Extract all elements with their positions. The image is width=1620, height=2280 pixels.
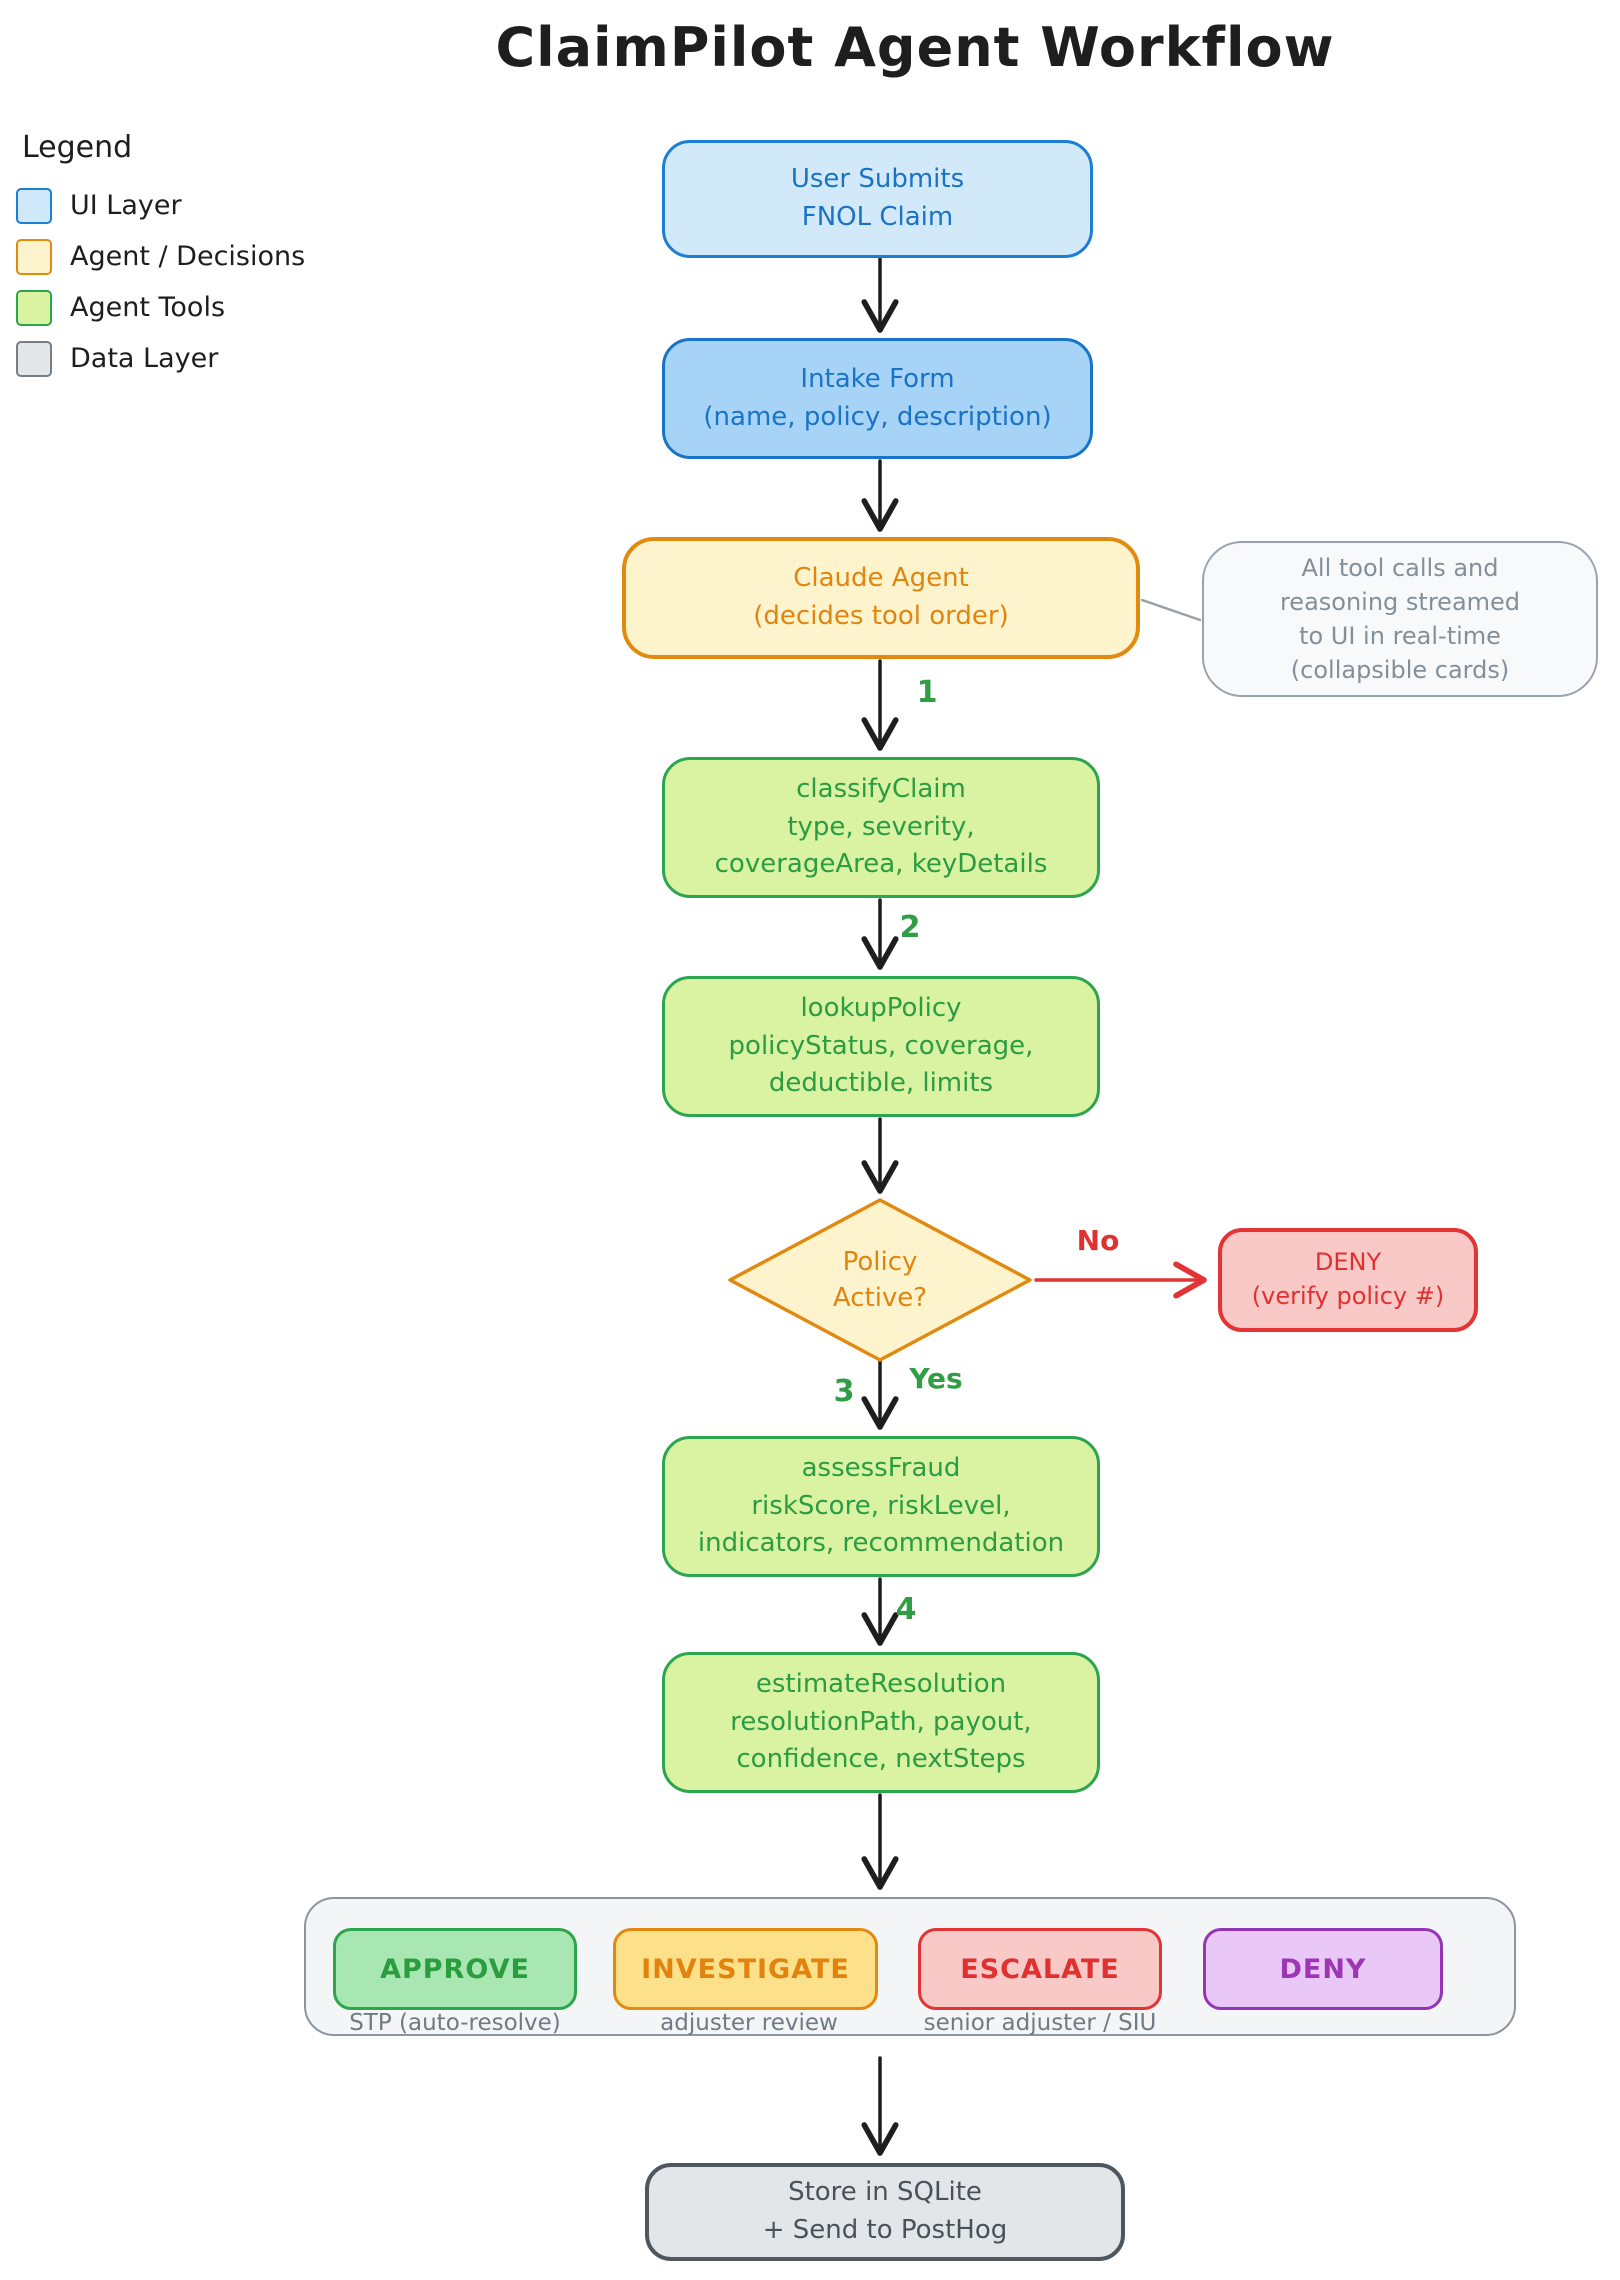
node-line: Policy [842,1247,918,1277]
decision-policy-active-label: Policy Active? [770,1244,990,1317]
flow-node-user-submits: User Submits FNOL Claim [662,140,1093,258]
node-line: DENY [1314,1248,1382,1277]
flow-node-classify-claim: classifyClaim type, severity, coverageAr… [662,757,1100,898]
page-title: ClaimPilot Agent Workflow [495,15,1335,79]
note-connector-line [1140,598,1202,622]
node-line: deductible, limits [768,1068,994,1099]
edge-label-yes: Yes [909,1362,963,1395]
outcome-deny: DENY [1203,1928,1443,2010]
legend-item-label: UI Layer [70,190,182,221]
flow-node-estimate-resolution: estimateResolution resolutionPath, payou… [662,1652,1100,1793]
node-line: Active? [832,1283,928,1314]
edge-label-step-2: 2 [899,910,921,945]
outcome-escalate: ESCALATE [918,1928,1162,2010]
node-line: (name, policy, description) [703,401,1052,432]
node-line: User Submits [790,164,965,195]
edge-label-step-1: 1 [916,675,938,710]
legend-item-label: Agent Tools [70,292,226,323]
node-line: (decides tool order) [753,601,1009,631]
legend-item-agent-decisions: Agent / Decisions [16,238,346,275]
flow-node-deny-verify: DENY (verify policy #) [1218,1228,1478,1332]
flow-node-assess-fraud: assessFraud riskScore, riskLevel, indica… [662,1436,1100,1577]
streaming-note: All tool calls and reasoning streamed to… [1202,541,1598,697]
flow-node-lookup-policy: lookupPolicy policyStatus, coverage, ded… [662,976,1100,1117]
edge-label-step-4: 4 [895,1592,917,1627]
legend-item-ui-layer: UI Layer [16,187,346,224]
node-line: assessFraud [801,1452,961,1483]
legend-item-label: Data Layer [70,343,219,374]
ui-layer-swatch [16,187,52,224]
node-line: FNOL Claim [801,202,954,232]
agent-decisions-swatch [16,238,52,275]
outcome-investigate-caption: adjuster review [660,2010,838,2036]
node-line: + Send to PostHog [762,2215,1008,2245]
legend: Legend UI Layer Agent / Decisions Agent … [16,130,346,391]
node-line: coverageArea, keyDetails [714,849,1048,880]
note-line: reasoning streamed [1279,587,1521,616]
agent-tools-swatch [16,289,52,326]
node-line: policyStatus, coverage, [728,1030,1034,1061]
outcome-investigate: INVESTIGATE [613,1928,878,2010]
flow-node-intake-form: Intake Form (name, policy, description) [662,338,1093,459]
node-line: indicators, recommendation [697,1528,1065,1559]
flow-node-claude-agent: Claude Agent (decides tool order) [622,537,1140,659]
edge-label-no: No [1076,1224,1120,1257]
node-line: Intake Form [800,363,955,394]
node-line: estimateResolution [755,1668,1007,1699]
node-line: Claude Agent [793,563,969,594]
legend-heading: Legend [22,130,133,165]
legend-item-agent-tools: Agent Tools [16,289,346,326]
note-line: All tool calls and [1301,553,1499,582]
node-line: confidence, nextSteps [736,1744,1026,1775]
node-line: Store in SQLite [788,2177,982,2208]
node-line: lookupPolicy [800,992,962,1023]
node-line: classifyClaim [796,773,966,804]
data-layer-swatch [16,340,52,377]
outcome-escalate-caption: senior adjuster / SIU [923,2010,1157,2036]
node-line: type, severity, [787,811,975,842]
note-line: to UI in real-time [1299,622,1501,650]
outcome-approve: APPROVE [333,1928,577,2010]
node-line: riskScore, riskLevel, [751,1490,1011,1521]
flow-node-store: Store in SQLite + Send to PostHog [645,2163,1125,2261]
edge-label-step-3: 3 [833,1374,855,1409]
legend-item-label: Agent / Decisions [70,241,306,272]
outcome-approve-caption: STP (auto-resolve) [349,2010,561,2036]
legend-item-data-layer: Data Layer [16,340,346,377]
node-line: resolutionPath, payout, [730,1706,1032,1737]
note-line: (collapsible cards) [1290,656,1510,685]
node-line: (verify policy #) [1251,1282,1445,1310]
